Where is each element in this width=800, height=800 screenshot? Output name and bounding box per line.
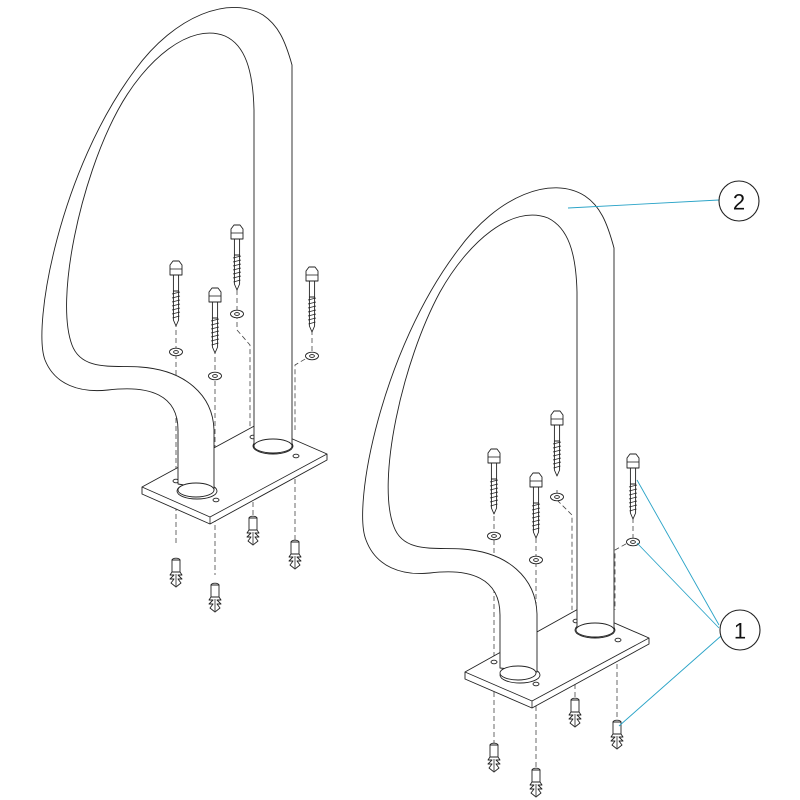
lag-bolt-icon xyxy=(626,453,640,520)
right-assembly xyxy=(362,187,650,798)
washer-icon xyxy=(208,371,222,381)
wall-plug-anchor-icon xyxy=(487,742,501,773)
callout-2: 2 xyxy=(718,180,760,222)
leader-line-1b xyxy=(636,542,720,629)
washer-icon xyxy=(487,531,501,541)
lag-bolt-icon xyxy=(169,260,183,327)
callout-number: 2 xyxy=(733,190,745,215)
lag-bolt-icon xyxy=(487,448,501,515)
wall-plug-anchor-icon xyxy=(288,539,302,570)
lag-bolt-icon xyxy=(529,472,543,539)
wall-plug-anchor-icon xyxy=(529,767,543,798)
right-base-plate xyxy=(464,607,650,709)
callout-circle xyxy=(719,609,761,651)
lag-bolt-icon xyxy=(305,266,319,333)
lag-bolt-icon xyxy=(208,287,222,354)
washer-icon xyxy=(305,351,319,361)
wall-plug-anchor-icon xyxy=(568,697,582,728)
wall-plug-anchor-icon xyxy=(169,557,183,588)
washer-icon xyxy=(230,309,244,319)
callout-1: 1 xyxy=(719,609,761,651)
left-assembly xyxy=(41,7,328,613)
leader-line-1a xyxy=(636,479,720,626)
right-handrail-tube xyxy=(362,187,615,681)
washer-icon xyxy=(550,492,564,502)
lag-bolt-icon xyxy=(230,224,244,291)
washer-icon xyxy=(169,347,183,357)
callout-circle xyxy=(718,180,760,222)
wall-plug-anchor-icon xyxy=(208,582,222,613)
left-handrail-tube xyxy=(41,7,293,498)
lag-bolt-icon xyxy=(550,410,564,477)
leader-line-1c xyxy=(618,635,722,727)
washer-icon xyxy=(626,537,640,547)
washer-icon xyxy=(529,555,543,565)
left-base-plate xyxy=(141,423,328,525)
wall-plug-anchor-icon xyxy=(246,515,260,546)
callout-leaders xyxy=(567,199,722,727)
leader-line-2 xyxy=(567,199,720,209)
callout-number: 1 xyxy=(734,619,746,644)
